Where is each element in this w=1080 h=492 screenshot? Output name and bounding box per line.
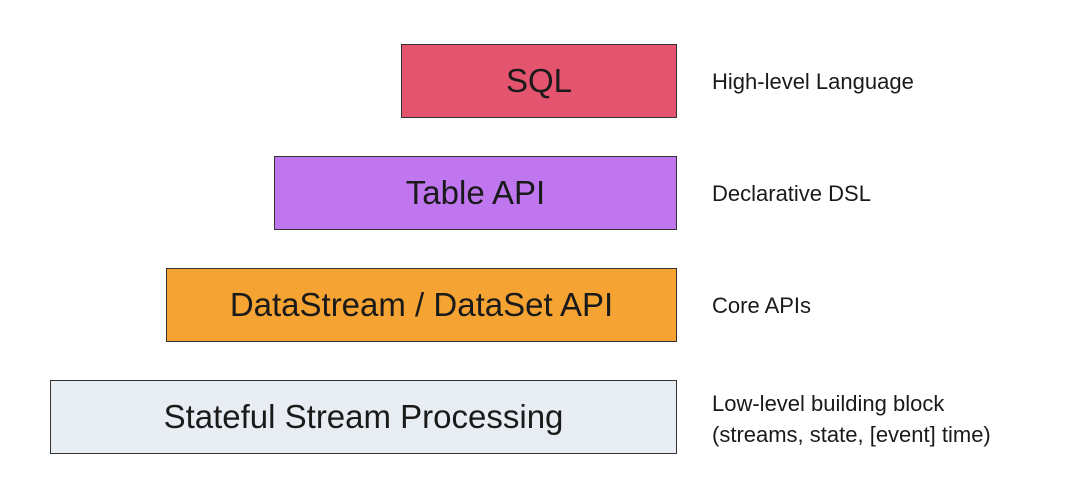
description-line: High-level Language <box>712 69 914 94</box>
sql-layer-box: SQL <box>401 44 677 118</box>
datastream-layer-description: Core APIs <box>712 290 811 321</box>
stateful-processing-layer-box: Stateful Stream Processing <box>50 380 677 454</box>
datastream-layer-label: DataStream / DataSet API <box>229 286 614 323</box>
table-api-layer-description: Declarative DSL <box>712 178 871 209</box>
table-api-layer-box: Table API <box>274 156 677 230</box>
stateful-processing-layer-description: Low-level building block (streams, state… <box>712 388 991 450</box>
stateful-processing-layer-label: Stateful Stream Processing <box>163 398 564 435</box>
description-line: Core APIs <box>712 293 812 318</box>
sql-layer-description: High-level Language <box>712 66 914 97</box>
datastream-layer-box: DataStream / DataSet API <box>166 268 677 342</box>
description-line: Low-level building block <box>712 391 945 416</box>
sql-layer-label: SQL <box>505 62 573 99</box>
table-api-layer-label: Table API <box>405 174 546 211</box>
description-line: Declarative DSL <box>712 181 871 206</box>
description-line: (streams, state, [event] time) <box>712 422 991 447</box>
